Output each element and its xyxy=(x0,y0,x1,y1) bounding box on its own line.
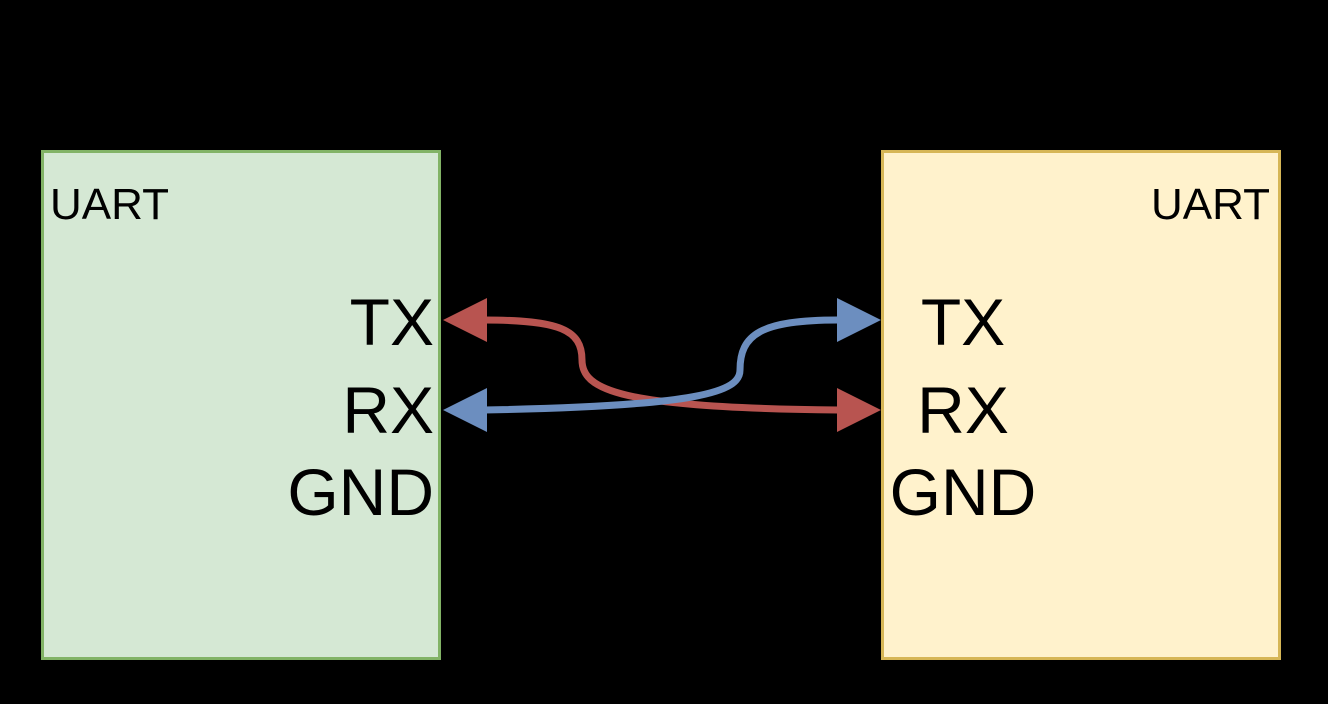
right-rx-pin-label: RX xyxy=(917,373,1009,447)
blue-wire xyxy=(483,316,839,414)
right-uart-device: UART TX RX GND xyxy=(881,150,1281,660)
right-device-title: UART xyxy=(1151,180,1270,229)
red-wire xyxy=(483,316,839,414)
left-uart-device: UART TX RX GND xyxy=(41,150,441,660)
right-gnd-pin-label: GND xyxy=(889,455,1037,529)
blue-arrowhead-right xyxy=(837,298,881,342)
rx-to-tx-connection xyxy=(443,298,881,432)
red-arrowhead-left xyxy=(443,298,487,342)
tx-to-rx-connection xyxy=(443,298,881,432)
left-rx-pin-label: RX xyxy=(342,373,434,447)
left-tx-pin-label: TX xyxy=(349,285,434,359)
left-device-title: UART xyxy=(50,180,169,229)
blue-arrowhead-left xyxy=(443,388,487,432)
left-gnd-pin-label: GND xyxy=(287,455,434,529)
red-arrowhead-right xyxy=(837,388,881,432)
right-tx-pin-label: TX xyxy=(920,285,1006,359)
